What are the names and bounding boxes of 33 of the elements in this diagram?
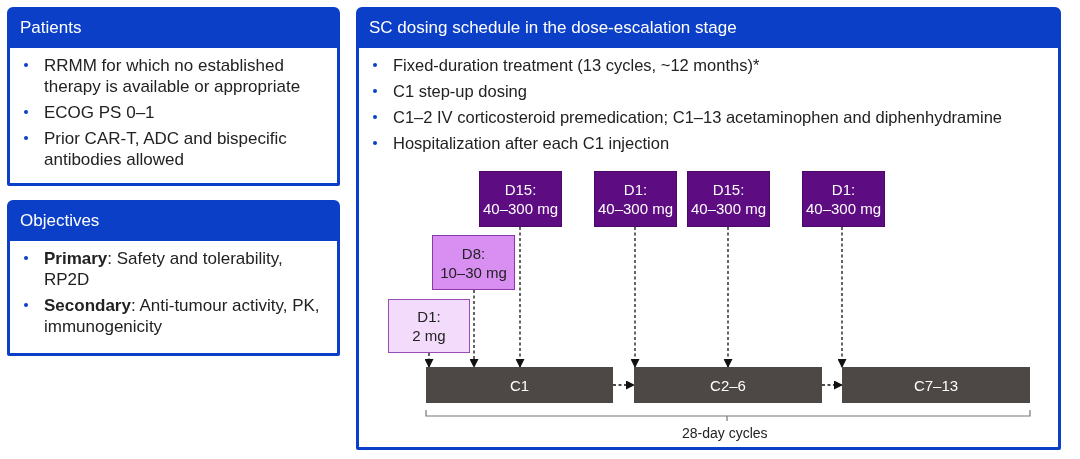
cycle-bar: C2–6 bbox=[634, 367, 822, 403]
cycle-bar: C7–13 bbox=[842, 367, 1030, 403]
dashed-arrow bbox=[469, 289, 479, 368]
bullet-text: Prior CAR-T, ADC and bispecific antibodies allowed bbox=[44, 128, 288, 170]
bullet-text: ECOG PS 0–1 bbox=[44, 102, 155, 123]
dashed-arrow bbox=[837, 226, 847, 368]
dashed-arrow bbox=[424, 352, 434, 368]
cycle-bar: C1 bbox=[426, 367, 613, 403]
dose-box: D1: 40–300 mg bbox=[594, 171, 677, 227]
info-panel bbox=[7, 7, 340, 186]
bullet-text: Fixed-duration treatment (13 cycles, ~12 months)* bbox=[393, 55, 760, 76]
bullet-text: C1–2 IV corticosteroid premedication; C1–13 acetaminophen and diphenhydramine bbox=[393, 107, 1003, 128]
bullet-text: Secondary: Anti-tumour activity, PK, immunogenicity bbox=[44, 295, 321, 337]
bullet-text: C1 step-up dosing bbox=[393, 81, 527, 102]
dose-box: D15: 40–300 mg bbox=[479, 171, 562, 227]
bullet-text: RRMM for which no established therapy is available or appropriate bbox=[44, 55, 302, 97]
info-panel bbox=[356, 7, 1061, 450]
bullet-text: Primary: Safety and tolerability, RP2D bbox=[44, 248, 284, 290]
panel-header: Objectives bbox=[10, 203, 337, 241]
dose-box: D15: 40–300 mg bbox=[687, 171, 770, 227]
dose-box: D1: 40–300 mg bbox=[802, 171, 885, 227]
info-panel bbox=[7, 200, 340, 356]
bullet-text: Hospitalization after each C1 injection bbox=[393, 133, 670, 154]
dashed-arrow bbox=[723, 226, 733, 368]
dashed-arrow bbox=[612, 380, 635, 390]
panel-header: SC dosing schedule in the dose-escalation stage bbox=[359, 10, 1058, 48]
dose-box: D1: 2 mg bbox=[388, 299, 470, 353]
bracket-label: 28-day cycles bbox=[682, 425, 768, 441]
dashed-arrow bbox=[630, 226, 640, 368]
panel-header: Patients bbox=[10, 10, 337, 48]
dose-box: D8: 10–30 mg bbox=[432, 235, 515, 290]
dashed-arrow bbox=[821, 380, 843, 390]
dashed-arrow bbox=[515, 226, 525, 368]
